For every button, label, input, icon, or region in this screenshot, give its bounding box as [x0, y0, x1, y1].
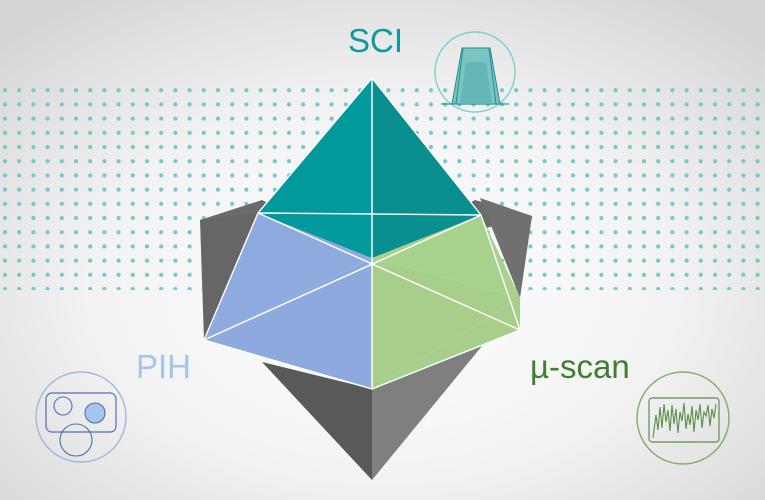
sci-label: SCI — [348, 22, 404, 59]
top-right-face — [372, 78, 481, 258]
circle-overlap-icon — [35, 371, 127, 463]
green-bottom-face — [372, 298, 520, 389]
octahedron — [200, 77, 532, 480]
face-edges — [203, 77, 521, 390]
bottom-left-face — [262, 362, 372, 480]
left-side-face — [200, 212, 258, 340]
waveform-icon — [636, 371, 730, 465]
bottom-right-face — [372, 346, 482, 480]
blue-lower-face — [204, 258, 372, 389]
mscan-label: µ-scan — [530, 348, 630, 385]
trapezoid-profile-icon — [434, 31, 516, 113]
green-lower-face — [372, 258, 520, 389]
green-upper-face — [372, 215, 520, 298]
pih-label: PIH — [136, 348, 192, 385]
right-side-face — [480, 198, 532, 298]
